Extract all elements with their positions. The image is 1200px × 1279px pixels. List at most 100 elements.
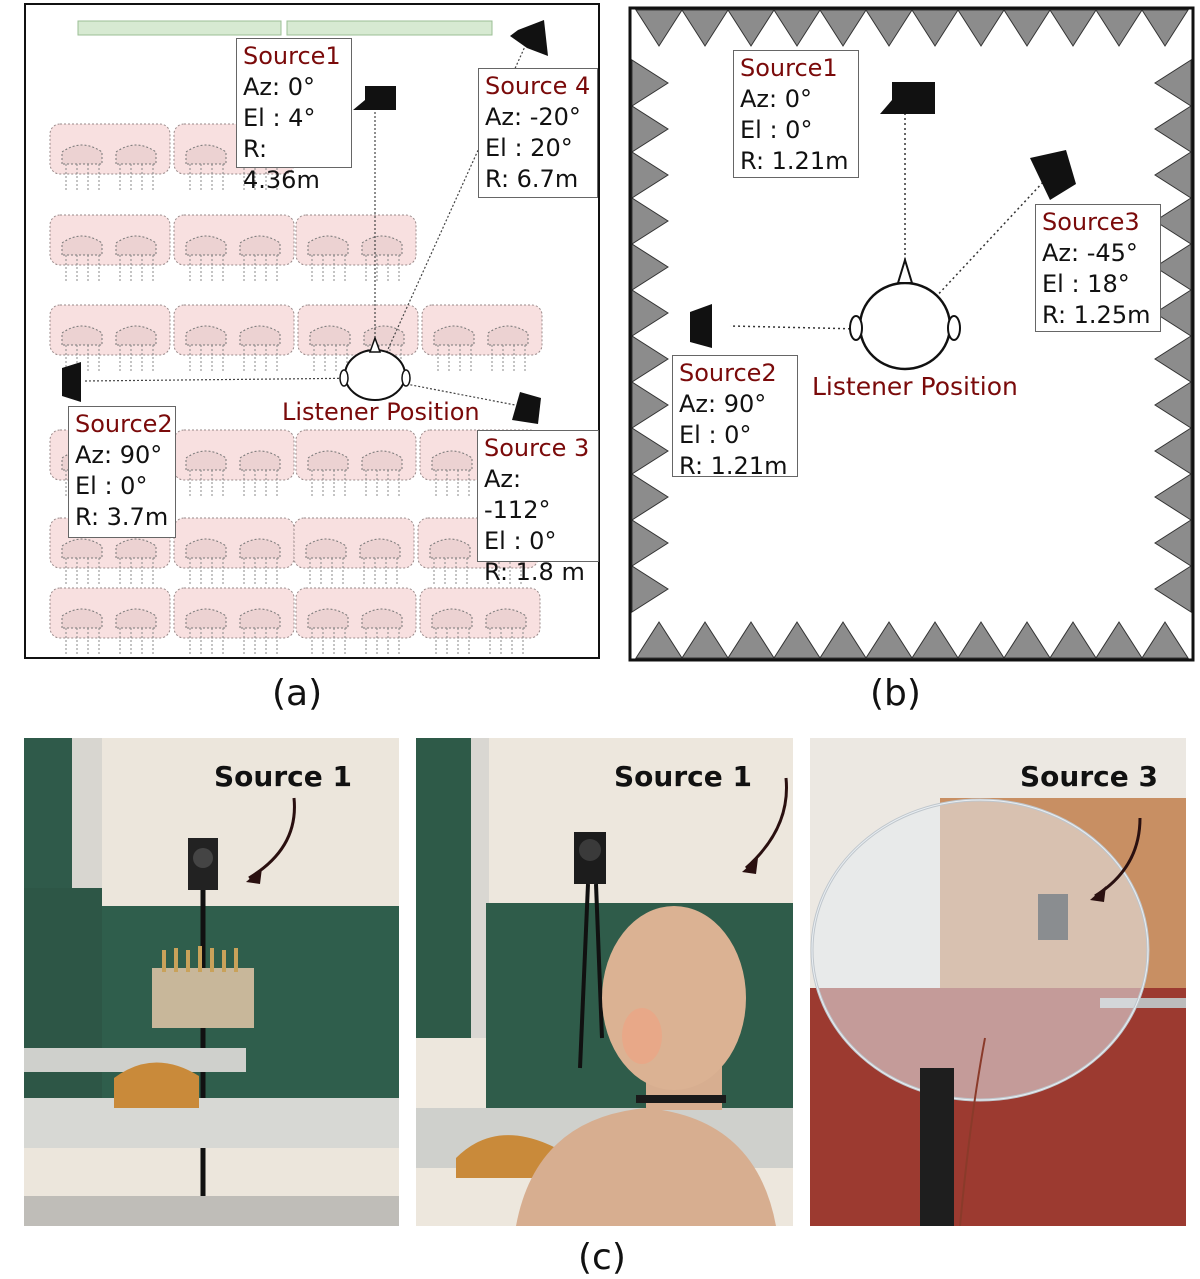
source3-title-b: Source3 bbox=[1042, 208, 1140, 236]
chair bbox=[61, 538, 103, 559]
source4-range-a: R: 6.7m bbox=[485, 165, 579, 193]
source3-range-b: R: 1.25m bbox=[1042, 301, 1151, 329]
acoustic-wedge bbox=[865, 9, 913, 47]
source3-elevation-b: El : 18° bbox=[1042, 270, 1130, 298]
acoustic-wedge bbox=[865, 621, 913, 659]
acoustic-wedge bbox=[1095, 621, 1143, 659]
acoustic-wedge bbox=[1049, 9, 1097, 47]
chair bbox=[307, 235, 349, 256]
chair bbox=[115, 144, 157, 165]
acoustic-wedge bbox=[631, 105, 669, 153]
source3-label-a: Source 3 Az: -112° El : 0° R: 1.8 m bbox=[477, 430, 599, 586]
source2-label-b: Source2 Az: 90° El : 0° R: 1.21m bbox=[672, 355, 798, 480]
chair bbox=[361, 235, 403, 256]
chair bbox=[185, 325, 227, 346]
source4-azimuth-a: Az: -20° bbox=[485, 103, 581, 131]
acoustic-wedge bbox=[1141, 621, 1189, 659]
source4-title-a: Source 4 bbox=[485, 72, 591, 100]
acoustic-wedge bbox=[631, 59, 669, 107]
acoustic-wedge bbox=[1154, 197, 1192, 245]
acoustic-wedge bbox=[631, 335, 669, 383]
chair bbox=[307, 450, 349, 471]
photo-label-source3-sphere: Source 3 bbox=[1020, 760, 1158, 793]
source3-label-b: Source3 Az: -45° El : 18° R: 1.25m bbox=[1035, 204, 1161, 332]
acoustic-wedge bbox=[1003, 9, 1051, 47]
acoustic-wedge bbox=[819, 621, 867, 659]
source4-label-a: Source 4 Az: -20° El : 20° R: 6.7m bbox=[478, 68, 598, 198]
source-lines-a bbox=[83, 41, 528, 406]
acoustic-wedge bbox=[1154, 151, 1192, 199]
acoustic-wedge bbox=[631, 243, 669, 291]
acoustic-wedge bbox=[631, 151, 669, 199]
caption-a: (a) bbox=[272, 673, 323, 714]
acoustic-wedge bbox=[681, 9, 729, 47]
listener-position-label-a: Listener Position bbox=[282, 398, 480, 426]
acoustic-wedge bbox=[773, 621, 821, 659]
acoustic-wedge bbox=[635, 621, 683, 659]
chair bbox=[307, 608, 349, 629]
acoustic-wedges bbox=[631, 9, 1192, 659]
chair bbox=[239, 450, 281, 471]
chair bbox=[361, 608, 403, 629]
chair bbox=[185, 608, 227, 629]
source1-azimuth-b: Az: 0° bbox=[740, 85, 812, 113]
acoustic-wedge bbox=[631, 427, 669, 475]
caption-b: (b) bbox=[870, 673, 921, 714]
acoustic-wedge bbox=[1095, 9, 1143, 47]
speaker-icon-source3-b bbox=[1030, 150, 1076, 200]
acoustic-wedge bbox=[1154, 105, 1192, 153]
source2-range-b: R: 1.21m bbox=[679, 452, 788, 480]
photo-dummy-head-source1: Source 1 bbox=[416, 738, 793, 1226]
acoustic-wedge bbox=[1049, 621, 1097, 659]
source2-range-a: R: 3.7m bbox=[75, 503, 169, 531]
chair bbox=[431, 450, 473, 471]
source3-range-a: R: 1.8 m bbox=[484, 558, 585, 586]
acoustic-wedge bbox=[1154, 289, 1192, 337]
chair bbox=[485, 608, 527, 629]
acoustic-wedge bbox=[1154, 335, 1192, 383]
chair bbox=[185, 450, 227, 471]
chair bbox=[115, 325, 157, 346]
source2-elevation-a: El : 0° bbox=[75, 472, 148, 500]
source3-title-a: Source 3 bbox=[484, 434, 590, 462]
source2-elevation-b: El : 0° bbox=[679, 421, 752, 449]
acoustic-wedge bbox=[635, 9, 683, 47]
chair bbox=[61, 608, 103, 629]
chair bbox=[239, 608, 281, 629]
source2-azimuth-b: Az: 90° bbox=[679, 390, 767, 418]
source1-range-a: R: 4.36m bbox=[243, 135, 320, 194]
chair bbox=[61, 144, 103, 165]
acoustic-wedge bbox=[631, 519, 669, 567]
chair bbox=[433, 325, 475, 346]
seating-rows bbox=[49, 123, 543, 656]
source1-range-b: R: 1.21m bbox=[740, 147, 849, 175]
chair bbox=[305, 538, 347, 559]
speakers-a bbox=[62, 20, 548, 424]
chair bbox=[359, 538, 401, 559]
acoustic-wedge bbox=[1141, 9, 1189, 47]
source3-azimuth-a: Az: -112° bbox=[484, 465, 551, 524]
acoustic-wedge bbox=[957, 621, 1005, 659]
chair bbox=[487, 325, 529, 346]
source3-azimuth-b: Az: -45° bbox=[1042, 239, 1138, 267]
acoustic-wedge bbox=[957, 9, 1005, 47]
source2-label-a: Source2 Az: 90° El : 0° R: 3.7m bbox=[68, 406, 176, 538]
panel-a-frame bbox=[24, 3, 600, 659]
chair bbox=[361, 450, 403, 471]
chair bbox=[239, 325, 281, 346]
acoustic-wedge bbox=[819, 9, 867, 47]
acoustic-wedge bbox=[631, 565, 669, 613]
chair bbox=[115, 538, 157, 559]
acoustic-wedge bbox=[631, 473, 669, 521]
listener-head-b bbox=[849, 256, 961, 371]
chair bbox=[309, 325, 351, 346]
acoustic-wedge bbox=[631, 289, 669, 337]
caption-c: (c) bbox=[578, 1237, 626, 1278]
speaker-icon-source2-a bbox=[62, 362, 81, 402]
speaker-icon-source4-a bbox=[510, 20, 548, 56]
chair bbox=[115, 608, 157, 629]
source2-title-a: Source2 bbox=[75, 410, 173, 438]
source1-label-b: Source1 Az: 0° El : 0° R: 1.21m bbox=[733, 50, 859, 178]
source1-title-a: Source1 bbox=[243, 42, 341, 70]
chair bbox=[185, 538, 227, 559]
